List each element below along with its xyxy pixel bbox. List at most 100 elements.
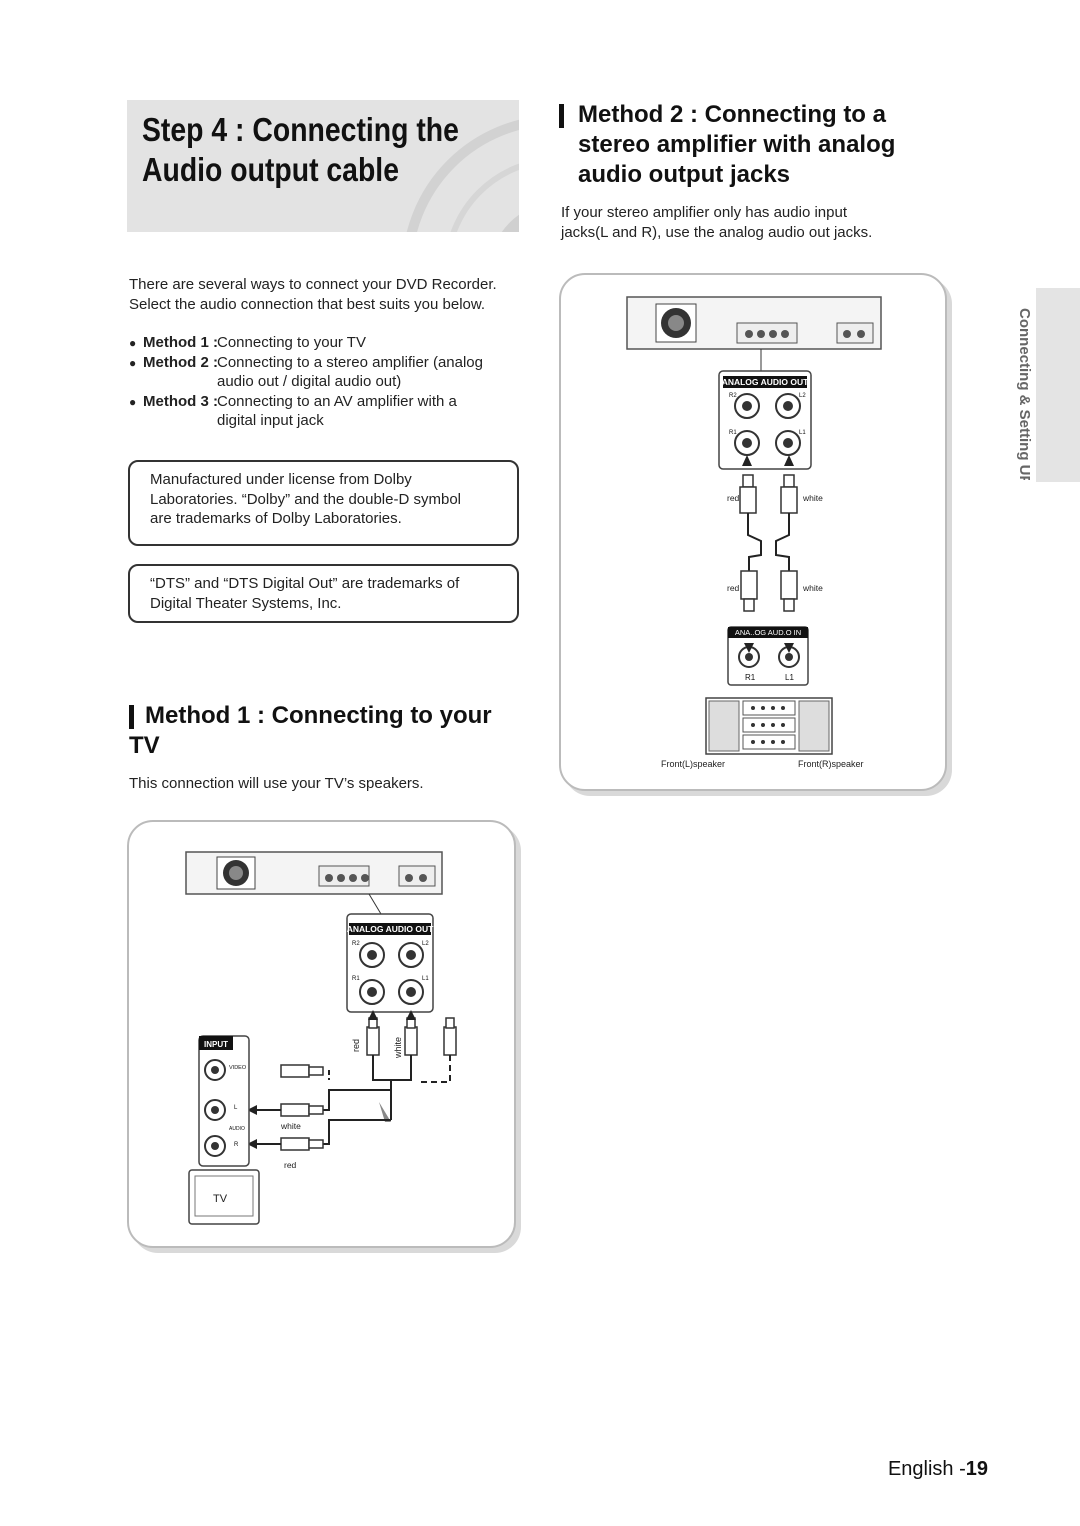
section-side-tab [1036,288,1080,482]
rca-plug-icon [739,474,798,514]
method2-desc-line2: jacks(L and R), use the analog audio out… [561,223,873,241]
analog-out-label: ANALOG AUDIO OUT [347,924,434,934]
page-number: 19 [965,1458,988,1480]
l1-label: L1 [785,673,794,682]
method2-diagram: ANALOG AUDIO OUT R2 L2 R1 L1 red white r… [626,296,882,769]
intro-line2: Select the audio connection that best su… [129,295,486,313]
r1-label: R1 [745,673,756,682]
rca-plug-icon [740,570,798,612]
dvd-recorder-rear-icon [626,296,882,371]
analog-audio-in-block: ANA..OG AUD.O IN R1 L1 [727,626,809,686]
white-label: white [802,583,823,593]
method2-heading: Method 2 : Connecting to a stereo amplif… [559,100,939,190]
dts-note: “DTS” and “DTS Digital Out” are trademar… [128,564,519,623]
heading-bar [559,104,564,128]
rca-plug-icon [280,1064,324,1151]
red-label: red [351,1039,361,1052]
bullet-icon: ● [129,394,137,409]
red-label: red [727,583,740,593]
method-desc-line2: digital input jack [217,412,324,429]
section-side-label: Connecting & Setting UP [1016,308,1033,480]
dolby-note-line2: Laboratories. “Dolby” and the double-D s… [150,490,461,508]
step-title-line1: Step 4 : Connecting the [142,111,459,148]
method1-desc: This connection will use your TV’s speak… [129,775,424,792]
method-label: Method 2 : [143,353,218,371]
arrow-up-icon [406,1010,416,1020]
l1-label: L1 [422,976,429,982]
footer-lang: English - [887,1458,966,1480]
heading-bar [129,705,134,729]
arrow-down-icon [784,643,794,653]
method2-diagram-panel: ANALOG AUDIO OUT R2 L2 R1 L1 red white r… [559,273,947,791]
method1-heading: Method 1 : Connecting to your TV [129,701,519,761]
white-label: white [280,1121,301,1131]
l-label: L [234,1105,238,1111]
r2-label: R2 [729,393,737,399]
method-desc-line1: Connecting to an AV amplifier with a [217,392,457,410]
tv-icon: TV [188,1169,260,1225]
video-label: VIDEO [229,1065,247,1071]
white-label: white [802,493,823,503]
method2-desc: If your stereo amplifier only has audio … [561,203,941,242]
method-desc-line2: audio out / digital audio out) [217,373,402,390]
dolby-note-line3: are trademarks of Dolby Laboratories. [150,510,402,527]
bullet-icon: ● [129,355,137,370]
r2-label: R2 [352,941,360,947]
red-label: red [727,493,740,503]
method-label: Method 3 : [143,392,218,410]
analog-in-label: ANA..OG AUD.O IN [735,628,801,637]
arrow-left-icon [247,1139,257,1149]
front-right-speaker-label: Front(R)speaker [798,759,864,769]
list-item: ● Method 1 : Connecting to your TV [129,333,521,353]
input-label: INPUT [204,1040,228,1049]
methods-list: ● Method 1 : Connecting to your TV ● Met… [129,333,521,431]
front-left-speaker-label: Front(L)speaker [661,759,725,769]
l2-label: L2 [799,393,806,399]
method2-heading-line1: Method 2 : Connecting to a [578,101,886,128]
dts-note-line2: Digital Theater Systems, Inc. [150,594,342,612]
page-footer: English -19 [888,1458,988,1481]
method2-heading-line2: stereo amplifier with analog [578,131,896,158]
arrow-up-icon [742,455,752,466]
arrow-up-icon [368,1010,378,1020]
bullet-icon: ● [129,336,137,350]
audio-label: AUDIO [229,1126,245,1132]
step-title-line2: Audio output cable [142,151,399,188]
method-desc-line1: Connecting to a stereo amplifier (analog [217,353,483,371]
dolby-note-line1: Manufactured under license from Dolby [150,471,412,488]
method2-desc-line1: If your stereo amplifier only has audio … [561,204,847,221]
method1-diagram: ANALOG AUDIO OUT R2 L2 R1 L1 red white [185,851,457,1225]
r1-label: R1 [729,430,737,436]
list-item: ● Method 2 : Connecting to a stereo ampl… [129,353,521,392]
r-label: R [234,1142,239,1148]
analog-audio-out-block: ANALOG AUDIO OUT R2 L2 R1 L1 [718,370,812,470]
analog-audio-out-block: ANALOG AUDIO OUT R2 L2 R1 L1 [346,913,434,1013]
arrow-left-icon [247,1105,257,1115]
analog-out-label: ANALOG AUDIO OUT [722,377,809,387]
stereo-amplifier-icon [705,697,833,755]
white-label: white [393,1037,403,1059]
method1-diagram-panel: ANALOG AUDIO OUT R2 L2 R1 L1 red white [127,820,516,1248]
red-label: red [284,1160,297,1170]
arrow-up-icon [784,455,794,466]
rca-plug-icon [366,1017,457,1056]
method-desc-line1: Connecting to your TV [217,334,366,351]
r1-label: R1 [352,976,360,982]
tv-label: TV [213,1193,228,1205]
step-title: Step 4 : Connecting the Audio output cab… [142,110,460,190]
l2-label: L2 [422,941,429,947]
method-label: Method 1 : [143,334,218,351]
method2-heading-line3: audio output jacks [578,161,791,188]
dvd-recorder-rear-icon [185,851,443,915]
method1-heading-line1: Method 1 : Connecting to your [145,702,492,729]
intro-text: There are several ways to connect your D… [129,275,519,314]
dts-note-line1: “DTS” and “DTS Digital Out” are trademar… [150,575,460,592]
list-item: ● Method 3 : Connecting to an AV amplifi… [129,392,521,431]
side-tab-text: Connecting & Setting UP [1016,308,1033,480]
step-header-box [127,100,519,232]
dolby-note: Manufactured under license from Dolby La… [128,460,519,546]
arrow-down-icon [744,643,754,653]
method1-heading-line2: TV [129,732,160,759]
tv-input-panel: INPUT VIDEO L AUDIO R [198,1035,250,1167]
intro-line1: There are several ways to connect your D… [129,276,497,293]
